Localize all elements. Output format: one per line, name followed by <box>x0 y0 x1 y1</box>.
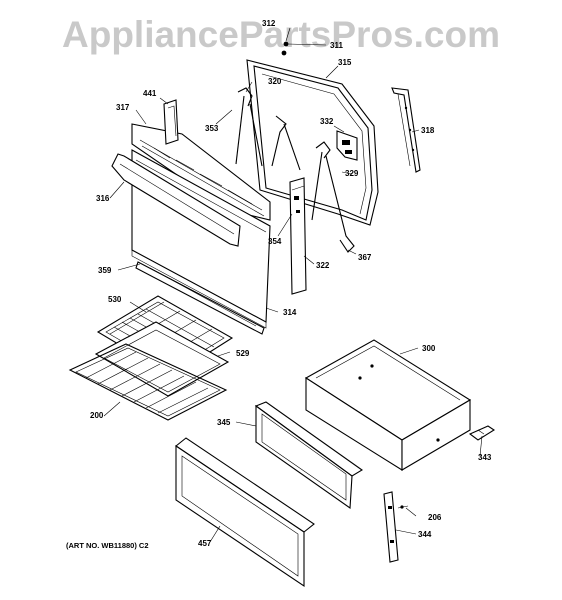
door-handle-316 <box>111 153 241 247</box>
hinge-arm-322 <box>289 177 307 295</box>
drawer-front-457 <box>175 437 315 588</box>
art-number: (ART NO. WB11880) C2 <box>66 541 149 550</box>
watermark-logo: AppliancePartsPros.com <box>62 14 500 55</box>
broiler-pan-529 <box>94 321 230 397</box>
leader-lines <box>103 27 483 543</box>
label-322: 322 <box>316 261 330 270</box>
screw-312 <box>281 41 327 56</box>
label-530: 530 <box>108 295 122 304</box>
screw-206 <box>397 505 409 509</box>
label-317: 317 <box>116 103 130 112</box>
label-367: 367 <box>358 253 372 262</box>
label-329: 329 <box>345 169 359 178</box>
label-441: 441 <box>143 89 157 98</box>
label-332: 332 <box>320 117 334 126</box>
oven-rack-200 <box>68 343 228 421</box>
label-353: 353 <box>205 124 219 133</box>
hinge-bracket-332 <box>336 130 358 161</box>
drawer-glide-343 <box>468 425 496 441</box>
label-311: 311 <box>330 41 343 50</box>
door-frame-315 <box>246 59 379 226</box>
label-354: 354 <box>268 237 282 246</box>
label-457: 457 <box>198 539 212 548</box>
storage-drawer-300 <box>304 339 472 471</box>
label-206: 206 <box>428 513 442 522</box>
label-345: 345 <box>217 418 231 427</box>
control-panel-317 <box>131 123 271 221</box>
label-529: 529 <box>236 349 250 358</box>
hinge-wire-320 <box>235 87 355 253</box>
part-labels: 312 311 315 320 441 317 353 318 332 316 … <box>90 19 492 548</box>
drawer-rail-344 <box>383 491 399 563</box>
label-200: 200 <box>90 411 104 420</box>
drawer-panel-345 <box>254 401 364 510</box>
label-318: 318 <box>421 126 435 135</box>
label-314: 314 <box>283 308 297 317</box>
bracket-441 <box>163 99 179 145</box>
label-316: 316 <box>96 194 110 203</box>
label-300: 300 <box>422 344 436 353</box>
label-315: 315 <box>338 58 352 67</box>
label-359: 359 <box>98 266 112 275</box>
label-320: 320 <box>268 77 282 86</box>
label-343: 343 <box>478 453 492 462</box>
label-312: 312 <box>262 19 276 28</box>
door-trim-318 <box>391 87 421 173</box>
vent-trim-359 <box>135 261 265 335</box>
label-344: 344 <box>418 530 432 539</box>
